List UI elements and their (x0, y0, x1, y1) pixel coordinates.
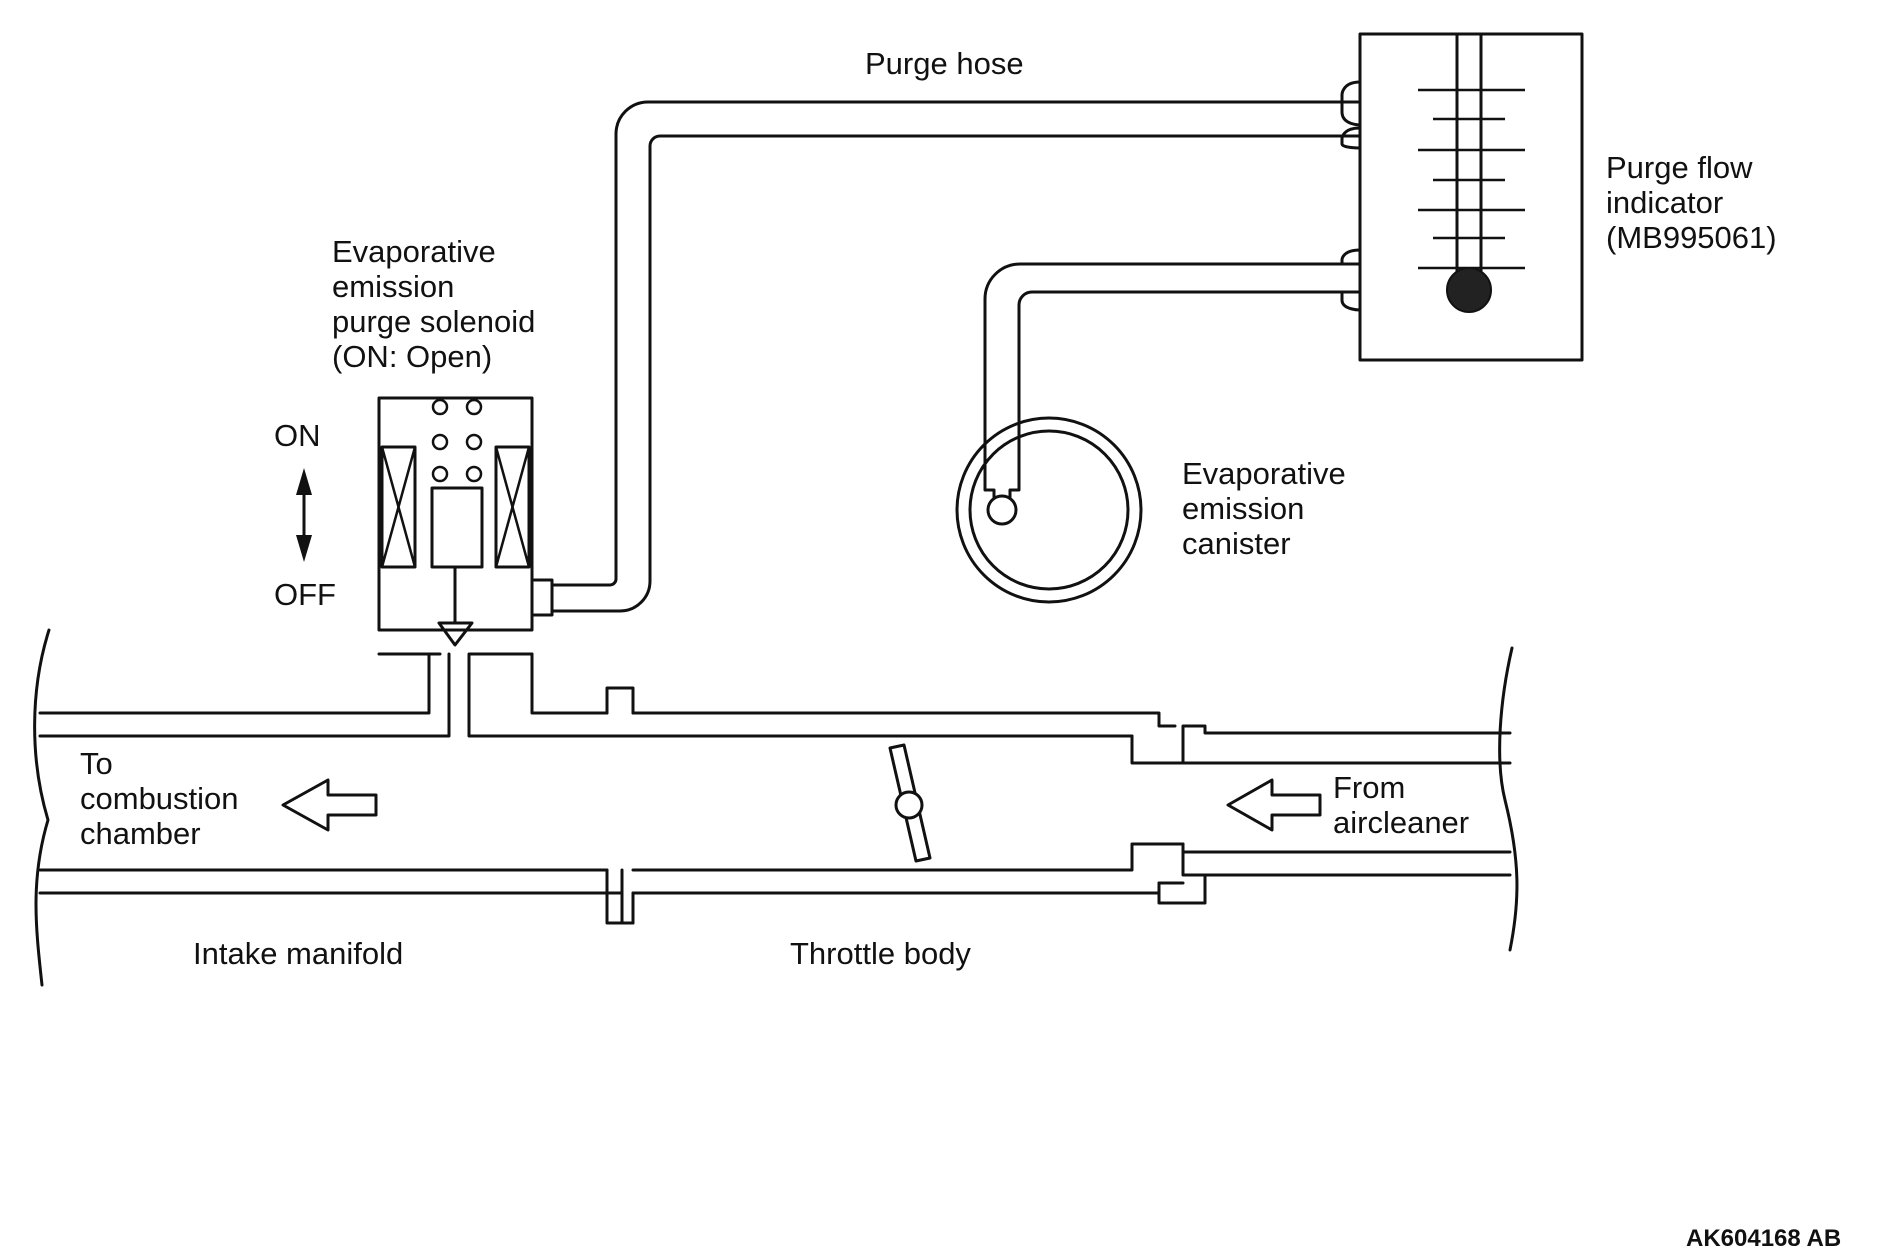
canister-label: Evaporative emission canister (1182, 456, 1346, 561)
solenoid-label-line: purge solenoid (332, 304, 536, 339)
solenoid-label-line: Evaporative (332, 234, 496, 269)
purge-hose (550, 100, 1362, 613)
off-label: OFF (274, 577, 336, 612)
to-combustion-label: To combustion chamber (80, 746, 239, 851)
intake-manifold-label: Intake manifold (193, 936, 404, 971)
solenoid-label-line: (ON: Open) (332, 339, 493, 374)
on-off-arrow-icon (296, 468, 312, 562)
from-aircleaner-line: aircleaner (1333, 805, 1470, 840)
purge-flow-indicator-label: Purge flow indicator (MB995061) (1606, 150, 1777, 255)
purge-solenoid (377, 396, 554, 656)
throttle-body-label: Throttle body (790, 936, 971, 971)
from-aircleaner-line: From (1333, 770, 1406, 805)
to-combustion-line: chamber (80, 816, 201, 851)
throttle-plate (888, 743, 932, 863)
intake-pipe (33, 628, 1519, 987)
purge-solenoid-label: Evaporative emission purge solenoid (ON:… (332, 234, 535, 374)
figure-code: AK604168 AB (1686, 1225, 1842, 1252)
to-combustion-line: To (80, 746, 113, 781)
purge-flow-indicator (1340, 32, 1584, 362)
indicator-label-line: indicator (1606, 185, 1724, 220)
indicator-ball (1446, 267, 1492, 313)
flow-arrow-left-icon (281, 778, 378, 832)
indicator-scale (1418, 88, 1525, 270)
solenoid-label-line: emission (332, 269, 455, 304)
indicator-label-line: Purge flow (1606, 150, 1753, 185)
on-label: ON (274, 418, 321, 453)
canister-hose (983, 262, 1362, 482)
canister-label-line: canister (1182, 526, 1291, 561)
canister (955, 416, 1143, 604)
flow-arrow-right-icon (1226, 778, 1322, 832)
to-combustion-line: combustion (80, 781, 239, 816)
from-aircleaner-label: From aircleaner (1333, 770, 1469, 840)
purge-hose-label: Purge hose (865, 46, 1024, 81)
indicator-label-line: (MB995061) (1606, 220, 1777, 255)
canister-label-line: emission (1182, 491, 1305, 526)
canister-label-line: Evaporative (1182, 456, 1346, 491)
